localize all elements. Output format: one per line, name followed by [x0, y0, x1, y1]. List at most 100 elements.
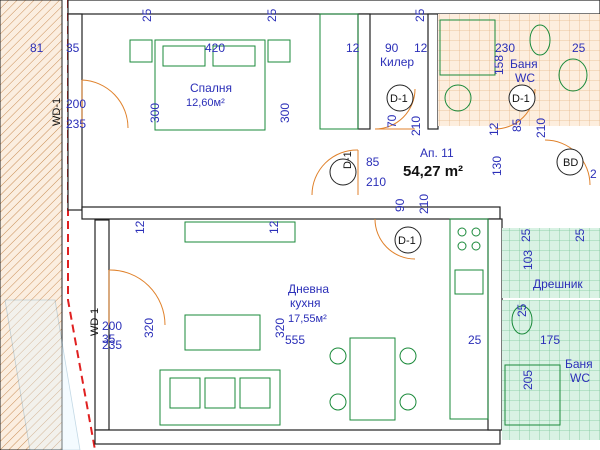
dim: 230 — [495, 41, 515, 55]
sofa — [159, 369, 281, 426]
door-label-bedroom: D-1 — [342, 151, 354, 169]
door-living-balcony — [108, 269, 166, 326]
dim: 320 — [142, 318, 156, 338]
dim: 235 — [66, 117, 86, 131]
door-label-hall: D-1 — [398, 235, 416, 247]
dining-table — [349, 337, 396, 421]
chair-3 — [399, 347, 417, 365]
living-name-1: Дневна — [288, 282, 329, 296]
hob-4 — [471, 241, 481, 251]
bedroom-name: Спалня — [190, 81, 232, 95]
dim: 300 — [278, 103, 292, 123]
dim: 210 — [409, 116, 423, 136]
toilet — [529, 24, 551, 56]
dim: 12 — [487, 122, 501, 136]
window-label-upper: WD-1 — [51, 98, 63, 126]
chair-4 — [399, 393, 417, 411]
door-bedroom — [311, 149, 359, 196]
hob-2 — [471, 227, 481, 237]
dim: 25 — [468, 333, 482, 347]
tag-d1-hall — [394, 226, 422, 254]
nightstand-left — [129, 39, 153, 63]
dim: 555 — [285, 333, 305, 347]
dim: 25 — [572, 41, 586, 55]
hob-1 — [457, 227, 467, 237]
bath-name-2: WC — [515, 71, 535, 85]
hall-name: Дрешник — [533, 277, 583, 291]
living-area: 17,55м² — [288, 313, 327, 325]
dim: 12 — [133, 220, 147, 234]
window-label-lower: WD-1 — [89, 308, 101, 336]
dim: 25 — [265, 8, 279, 22]
dim: 210 — [417, 194, 431, 214]
chair-2 — [329, 393, 347, 411]
wall-closet-right — [427, 13, 439, 130]
dim: 210 — [366, 175, 386, 189]
dim: 235 — [102, 338, 122, 352]
wall-east — [487, 218, 503, 431]
dim: 12 — [346, 41, 360, 55]
pillow-right — [212, 45, 256, 67]
dim: 420 — [205, 41, 225, 55]
bath-name-1: Баня — [510, 57, 538, 71]
door-bedroom-balcony — [81, 79, 129, 129]
hall-tiles — [502, 228, 600, 298]
apartment-area: 54,27 m² — [403, 163, 463, 180]
dim: 103 — [521, 250, 535, 270]
door-label-bd: BD — [563, 157, 578, 169]
toilet-2 — [511, 305, 533, 335]
dim: 25 — [140, 8, 154, 22]
tag-bd — [556, 148, 584, 176]
dim: 35 — [66, 41, 80, 55]
dim: 175 — [540, 333, 560, 347]
shower-2 — [504, 364, 561, 426]
dim: 210 — [534, 118, 548, 138]
tv-console — [184, 221, 296, 243]
wall-closet-left — [357, 13, 371, 130]
property-line — [67, 0, 96, 450]
dim: 70 — [385, 114, 399, 128]
tag-d1-closet — [386, 84, 414, 112]
dim: 205 — [521, 370, 535, 390]
apartment-label: Ап. 11 — [420, 146, 454, 160]
hob-3 — [457, 241, 467, 251]
bed — [154, 39, 266, 131]
living-name-2: кухня — [290, 296, 321, 310]
tag-d1-bath — [508, 84, 536, 112]
dim: 12 — [414, 41, 428, 55]
dim: 85 — [510, 118, 524, 132]
nightstand-right — [267, 39, 291, 63]
door-closet — [374, 88, 416, 130]
dim: 90 — [385, 41, 399, 55]
wall-bottom — [94, 429, 501, 445]
dim: 300 — [148, 103, 162, 123]
sofa-cushion-3 — [239, 377, 271, 409]
dim: 12 — [267, 220, 281, 234]
dim: 158 — [492, 55, 506, 75]
bath2-tiles — [502, 300, 600, 440]
dim: 85 — [366, 155, 380, 169]
dim: 90 — [393, 198, 407, 212]
kitchen-counter — [449, 218, 489, 420]
bath2-name-1: Баня — [565, 357, 593, 371]
tag-d1-bedroom — [329, 158, 357, 186]
chair-1 — [329, 347, 347, 365]
dim: 200 — [102, 319, 122, 333]
dim: 130 — [490, 156, 504, 176]
balcony-left — [0, 0, 63, 450]
dim: 81 — [30, 41, 44, 55]
terrace-strip — [4, 299, 81, 450]
wardrobe — [319, 13, 359, 130]
basin — [558, 58, 588, 92]
dim: 320 — [273, 318, 287, 338]
bath2-name-2: WC — [570, 371, 590, 385]
door-label-closet: D-1 — [390, 93, 408, 105]
dim: 35 — [102, 332, 116, 346]
sofa-cushion-1 — [169, 377, 201, 409]
dim: 25 — [519, 228, 533, 242]
door-hall — [374, 218, 416, 260]
bedroom-area: 12,60м² — [186, 97, 225, 109]
coffee-table — [184, 314, 261, 351]
washer — [444, 84, 472, 112]
